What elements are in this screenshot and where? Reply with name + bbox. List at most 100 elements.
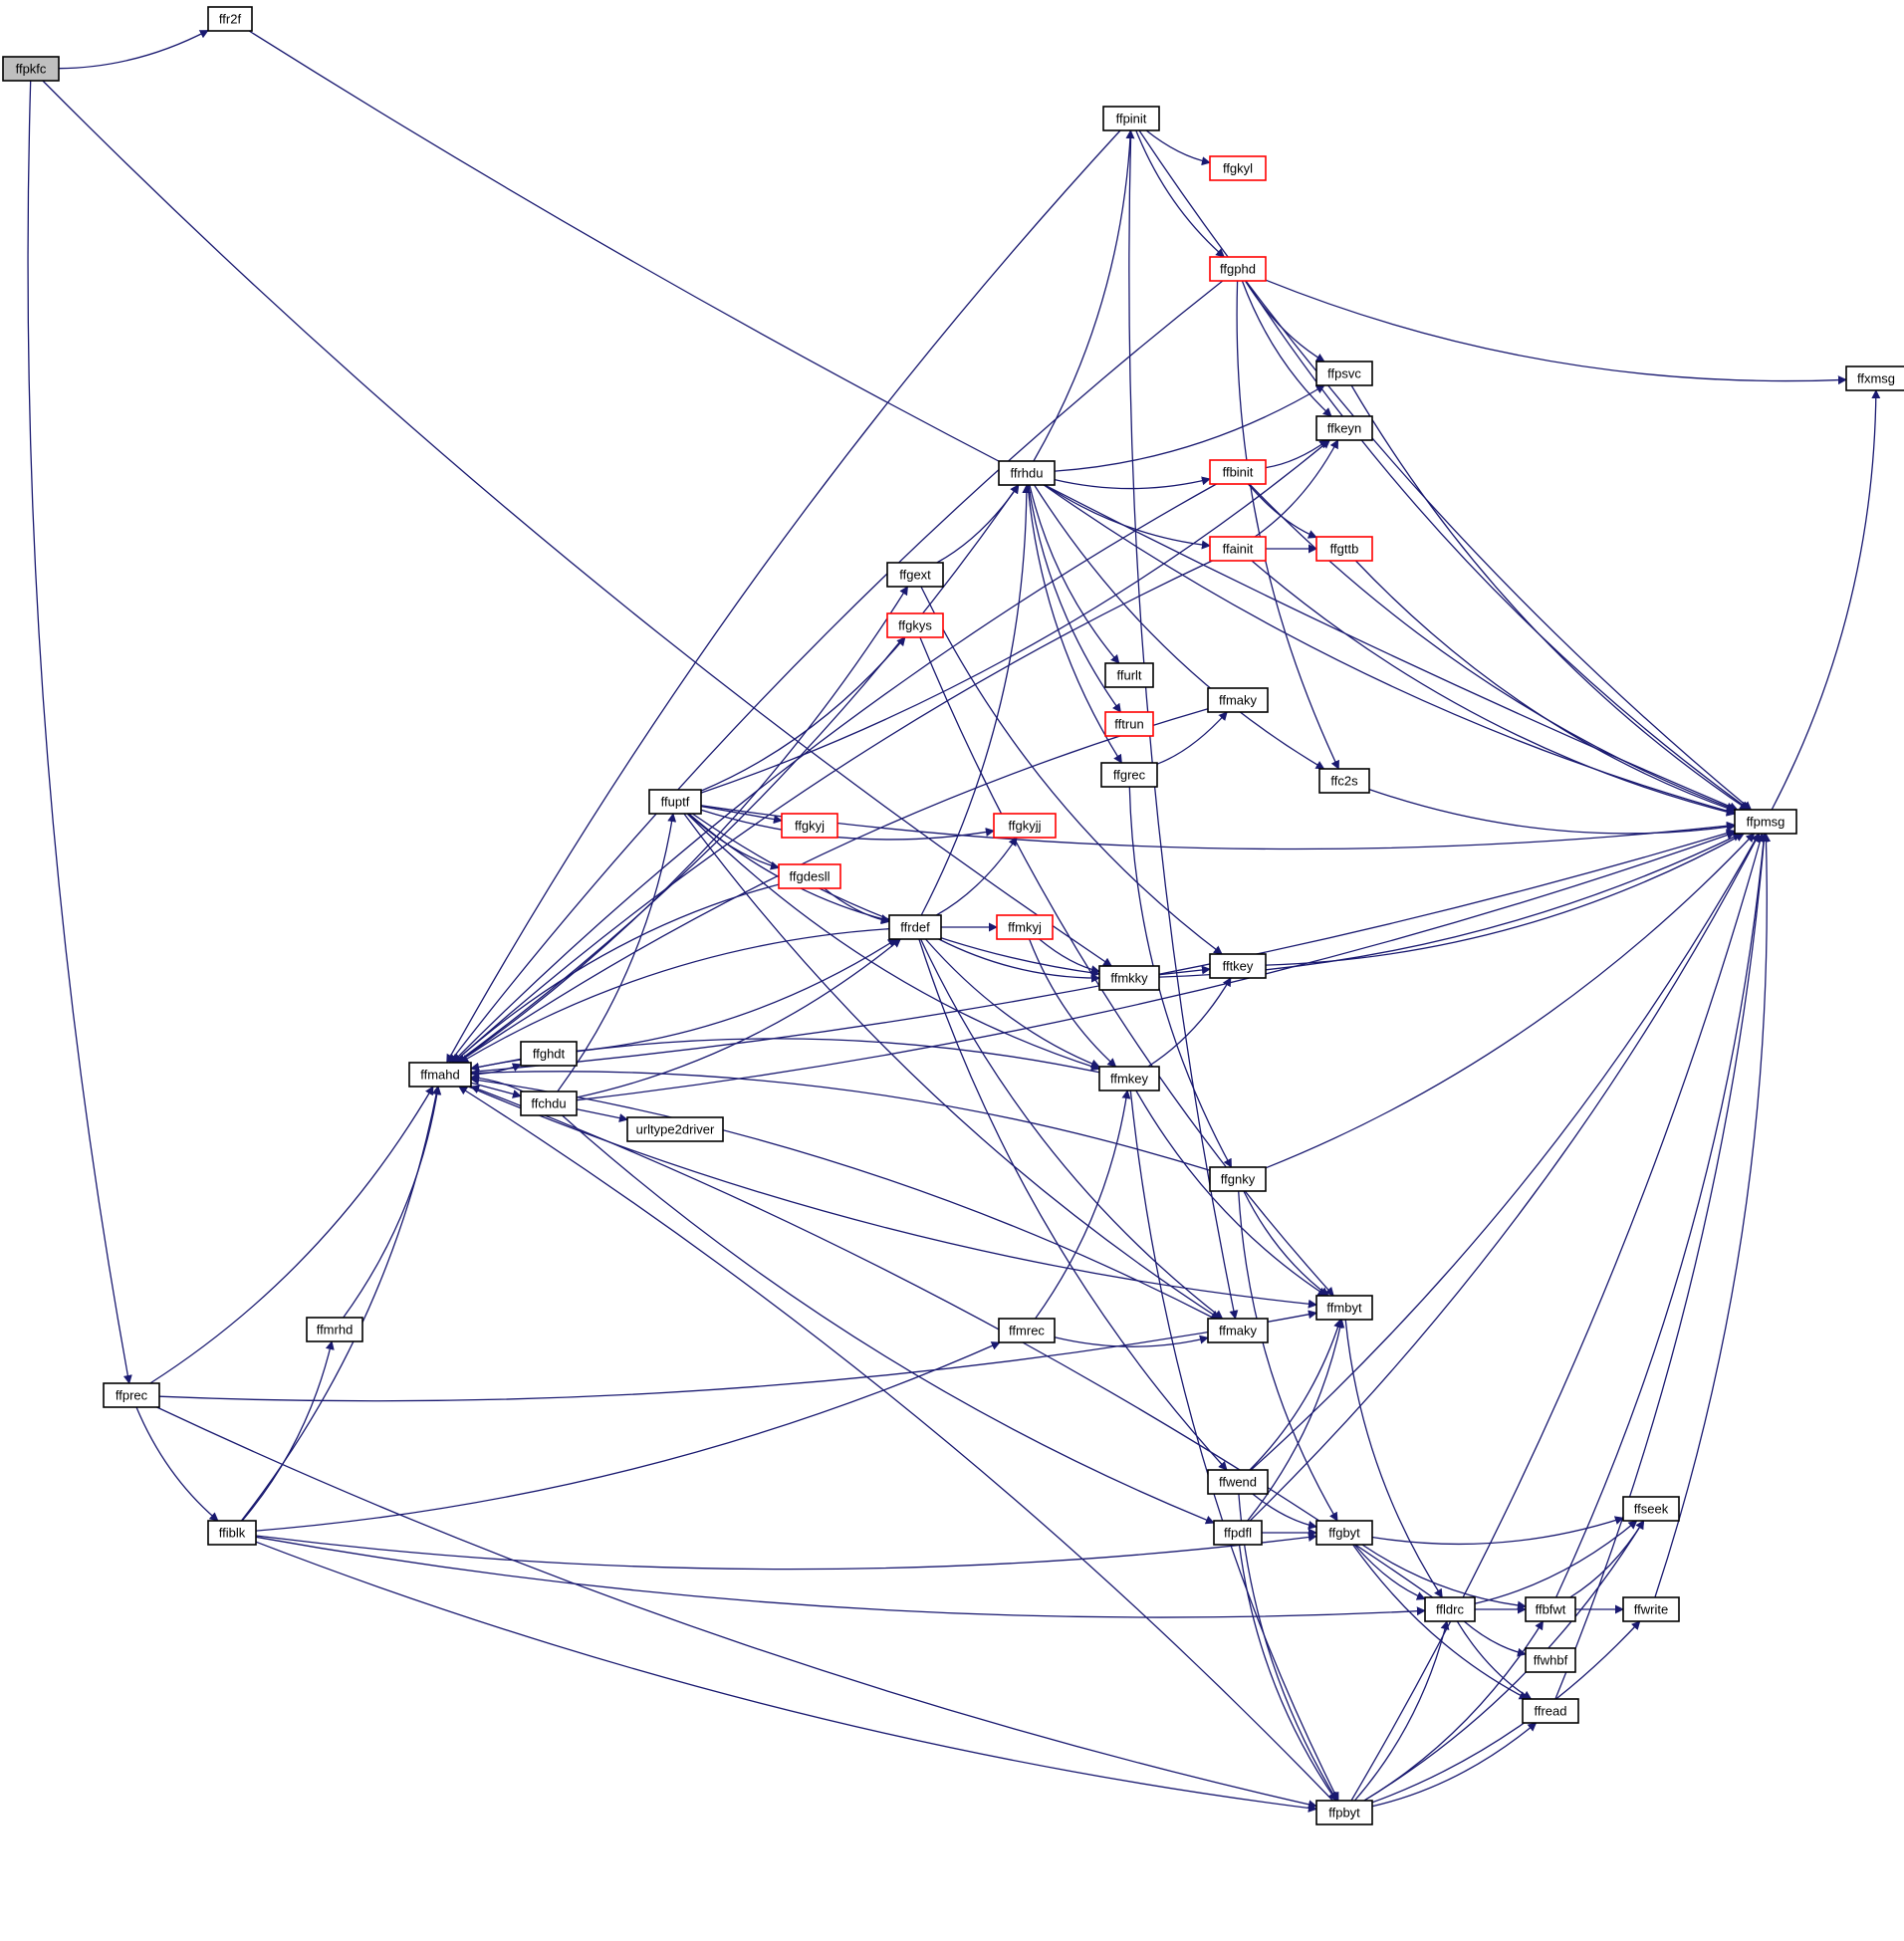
edge-ffrdef-to-ffrhdu [920, 484, 1032, 916]
node-box [1104, 662, 1154, 688]
edge-ffrhdu-to-ffbinit [1054, 476, 1211, 490]
node-ffghdt[interactable]: ffghdt [520, 1041, 578, 1067]
node-label: ffurlt [1116, 667, 1141, 682]
node-urltype2driver[interactable]: urltype2driver [626, 1116, 724, 1142]
edge-ffgbyt-to-ffread [1352, 1544, 1529, 1700]
node-label: fftrun [1114, 716, 1143, 731]
node-box [1525, 1596, 1576, 1622]
node-ffprec[interactable]: ffprec [103, 1382, 160, 1408]
node-label: ffmkky [1110, 970, 1148, 985]
node-ffkeyn[interactable]: ffkeyn [1315, 415, 1373, 441]
node-box [1315, 536, 1373, 562]
node-ffainit[interactable]: ffainit [1209, 536, 1267, 562]
edge-ffpinit-to-ffmahd [446, 129, 1121, 1064]
node-ffmahd[interactable]: ffmahd [408, 1062, 472, 1088]
node-ffgphd[interactable]: ffgphd [1209, 256, 1267, 282]
node-ffpsvc[interactable]: ffpsvc [1315, 361, 1373, 386]
node-ffgext[interactable]: ffgext [886, 562, 944, 588]
node-ffmkey[interactable]: ffmkey [1098, 1066, 1160, 1092]
node-ffgbyt[interactable]: ffgbyt [1315, 1520, 1373, 1546]
node-ffmaky[interactable]: ffmaky [1207, 1318, 1269, 1343]
node-ffpkfc[interactable]: ffpkfc [2, 56, 60, 82]
node-ffwrite[interactable]: ffwrite [1622, 1596, 1680, 1622]
node-fftrun[interactable]: fftrun [1104, 711, 1154, 737]
node-ffpinit[interactable]: ffpinit [1102, 106, 1160, 131]
node-box [1102, 106, 1160, 131]
node-ffuptf[interactable]: ffuptf [648, 789, 702, 815]
node-label: ffxmsg [1857, 370, 1895, 385]
node-ffr2f[interactable]: ffr2f [207, 6, 253, 32]
node-ffrhdu[interactable]: ffrhdu [998, 460, 1056, 486]
edge-ffpkfc-to-ffr2f [58, 29, 209, 70]
node-label: ffmaky [1219, 1323, 1258, 1337]
edge-ffrdef-to-ffmkky [938, 938, 1100, 983]
node-ffpmsg[interactable]: ffpmsg [1734, 809, 1797, 835]
node-ffgkys[interactable]: ffgkys [886, 612, 944, 638]
node-ffc2s[interactable]: ffc2s [1318, 768, 1370, 794]
node-ffxmsg[interactable]: ffxmsg [1845, 365, 1904, 391]
node-ffmkyj[interactable]: ffmkyj [996, 914, 1054, 940]
edge-ffmbyt-to-ffldrc [1344, 1319, 1443, 1598]
edge-ffpbyt-to-ffread [1371, 1722, 1538, 1808]
node-ffrdef[interactable]: ffrdef [888, 914, 942, 940]
edge-ffiblk-to-ffmrhd [241, 1340, 335, 1522]
node-label: ffiblk [219, 1525, 246, 1540]
node-box [1209, 536, 1267, 562]
node-box [1522, 1698, 1579, 1724]
node-label: ffainit [1223, 541, 1254, 556]
node-ffurlt[interactable]: ffurlt [1104, 662, 1154, 688]
edge-ffpbyt-to-ffwrite [1371, 1620, 1641, 1804]
node-box [1098, 965, 1160, 991]
node-ffseek[interactable]: ffseek [1622, 1496, 1680, 1522]
node-ffgttb[interactable]: ffgttb [1315, 536, 1373, 562]
node-box [1525, 1647, 1576, 1673]
node-box [778, 863, 841, 889]
node-label: ffwend [1219, 1474, 1257, 1489]
node-label: ffmrec [1009, 1323, 1045, 1337]
node-box [998, 1318, 1056, 1343]
edge-ffmkey-to-fftkey [1147, 977, 1232, 1068]
edge-ffiblk-to-ffpbyt [255, 1541, 1317, 1813]
edge-ffpmsg-to-ffxmsg [1771, 389, 1881, 811]
edge-ffrhdu-to-ffurlt [1029, 484, 1120, 664]
node-label: ffprec [116, 1387, 148, 1402]
node-ffmkky[interactable]: ffmkky [1098, 965, 1160, 991]
edge-ffbinit-to-ffkeyn [1265, 439, 1329, 469]
node-ffgkyjj[interactable]: ffgkyjj [993, 813, 1057, 839]
edge-ffgphd-to-ffpmsg [1245, 280, 1751, 811]
node-ffmrec[interactable]: ffmrec [998, 1318, 1056, 1343]
node-box [1213, 1520, 1263, 1546]
node-box [998, 460, 1056, 486]
node-ffread[interactable]: ffread [1522, 1698, 1579, 1724]
edge-ffgphd-to-ffc2s [1236, 280, 1339, 770]
node-ffgdesll[interactable]: ffgdesll [778, 863, 841, 889]
node-box [1315, 1800, 1373, 1825]
node-ffgnky[interactable]: ffgnky [1209, 1166, 1267, 1192]
node-ffbinit[interactable]: ffbinit [1209, 459, 1267, 485]
node-ffwhbf[interactable]: ffwhbf [1525, 1647, 1576, 1673]
node-box [520, 1091, 578, 1116]
node-ffgrec[interactable]: ffgrec [1100, 762, 1158, 788]
edge-ffiblk-to-ffgbyt [255, 1533, 1317, 1571]
node-ffgkyl[interactable]: ffgkyl [1209, 155, 1267, 181]
node-ffmbyt[interactable]: ffmbyt [1315, 1295, 1373, 1321]
node-box [1207, 687, 1269, 713]
edge-ffuptf-to-ffmkey [686, 813, 1100, 1072]
node-ffwend[interactable]: ffwend [1207, 1469, 1269, 1495]
edge-ffmaky-top-to-ffmahd [456, 708, 1209, 1064]
node-fftkey[interactable]: fftkey [1209, 953, 1267, 979]
edge-ffgrec-to-ffmaky-top [1156, 711, 1228, 765]
edge-ffchdu-to-ffpmsg [576, 831, 1736, 1101]
node-ffpdfl[interactable]: ffpdfl [1213, 1520, 1263, 1546]
node-ffiblk[interactable]: ffiblk [207, 1520, 257, 1546]
node-ffbfwt[interactable]: ffbfwt [1525, 1596, 1576, 1622]
node-ffldrc[interactable]: ffldrc [1424, 1596, 1476, 1622]
node-label: ffbfwt [1536, 1601, 1566, 1616]
node-ffgkyj[interactable]: ffgkyj [781, 813, 838, 839]
node-ffmaky-top[interactable]: ffmaky [1207, 687, 1269, 713]
node-ffpbyt[interactable]: ffpbyt [1315, 1800, 1373, 1825]
node-ffchdu[interactable]: ffchdu [520, 1091, 578, 1116]
node-box [207, 6, 253, 32]
node-ffmrhd[interactable]: ffmrhd [306, 1317, 363, 1342]
